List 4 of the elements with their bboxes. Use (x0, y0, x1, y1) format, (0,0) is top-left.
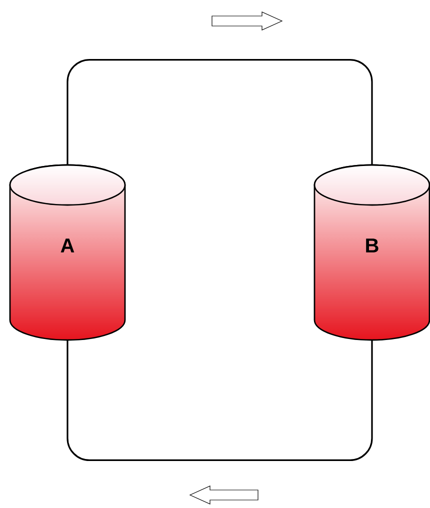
cylinder: A (9, 164, 126, 341)
cylinder: B (314, 164, 430, 341)
connector-line (66, 340, 373, 461)
connector-line (66, 59, 373, 165)
